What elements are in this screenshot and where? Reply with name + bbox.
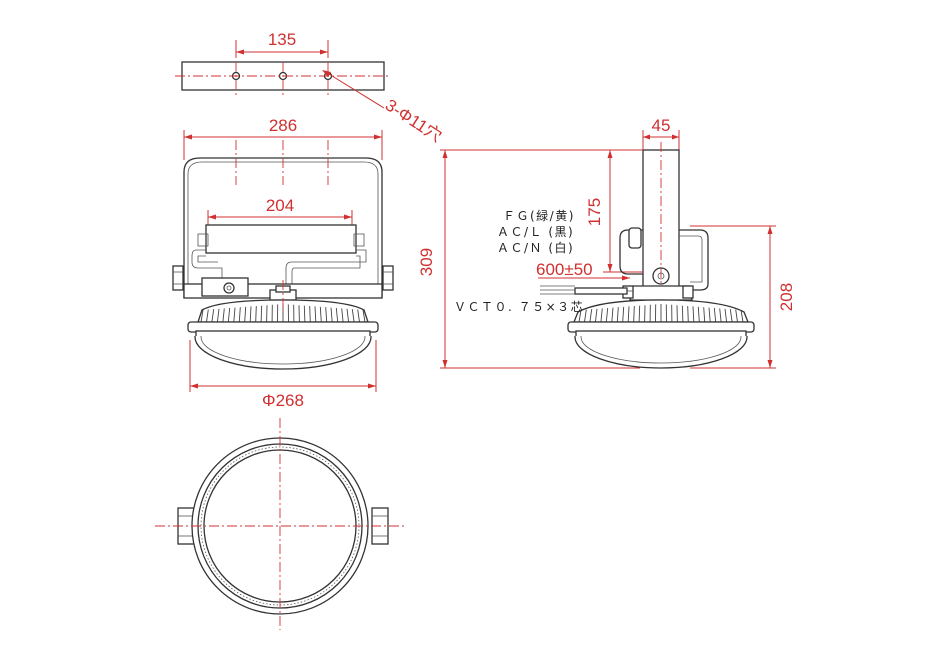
front-view: 286 204 — [172, 116, 394, 410]
side-view: 45 175 309 208 — [417, 116, 796, 369]
lens-dome — [194, 336, 372, 370]
power-cable — [574, 287, 628, 295]
cable-spec-label: ＶＣＴ０. ７５×３芯 — [454, 300, 584, 314]
wire-acn-label: ＡＣ/Ｎ (白) — [497, 240, 574, 255]
dim-175-label: 175 — [585, 198, 604, 226]
dim-135-label: 135 — [268, 30, 296, 49]
heatsink-fins — [200, 304, 366, 323]
holes-label: 3-Φ11穴 — [382, 95, 445, 145]
driver-box — [205, 224, 357, 254]
dim-208-label: 208 — [777, 283, 796, 311]
side-knob-right — [382, 265, 394, 291]
dim-204-label: 204 — [266, 196, 294, 215]
dim-45-label: 45 — [652, 116, 671, 135]
dim-diameter-label: Φ268 — [262, 391, 304, 410]
dim-309-label: 309 — [417, 248, 436, 276]
side-heatsink-fins — [578, 304, 744, 323]
dim-286-label: 286 — [269, 116, 297, 135]
side-knob-left — [172, 265, 184, 291]
dim-cable-label: 600±50 — [536, 260, 593, 279]
pivot-bolt — [652, 267, 670, 285]
bottom-view — [155, 418, 405, 630]
junction-box — [201, 277, 249, 297]
top-view-mounting-plate: 135 3-Φ11穴 — [175, 30, 445, 146]
wire-fg-label: ＦＧ(緑/黄) — [503, 208, 575, 223]
wire-acl-label: ＡＣ/Ｌ (黒) — [497, 225, 574, 239]
